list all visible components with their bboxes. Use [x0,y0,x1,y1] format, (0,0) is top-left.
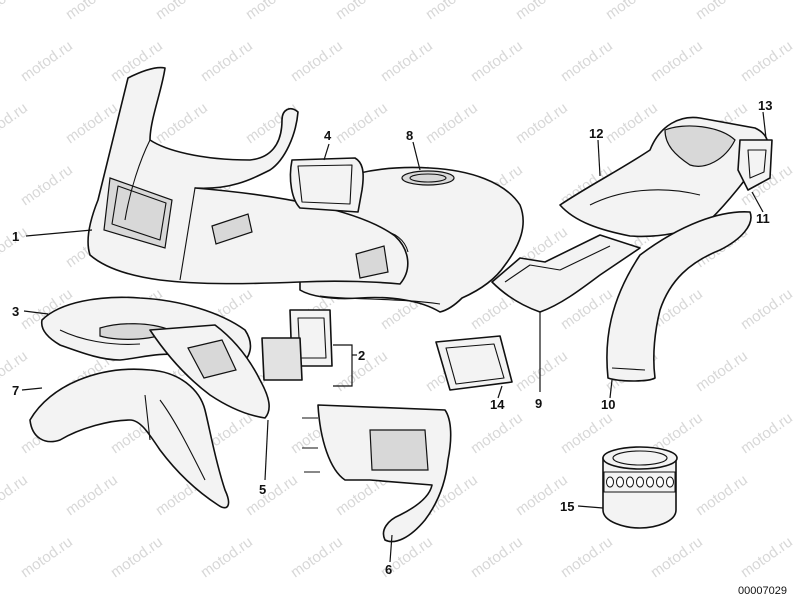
watermark-text: motod.ru [738,37,796,85]
callout-13: 13 [758,98,772,113]
callout-11: 11 [756,211,770,226]
callout-7: 7 [12,383,19,398]
watermark-text: motod.ru [468,533,526,581]
watermark-text: motod.ru [468,409,526,457]
callout-4: 4 [324,128,332,143]
watermark-text: motod.ru [693,347,751,395]
watermark-text: motod.ru [558,409,616,457]
watermark-text: motod.ru [468,37,526,85]
tin-dot [636,476,644,488]
watermark-text: motod.ru [693,471,751,519]
watermark-text: motod.ru [288,37,346,85]
side-bracket-part [302,404,452,543]
callout-8: 8 [406,128,413,143]
windscreen-part [289,157,364,213]
watermark-text: motod.ru [558,37,616,85]
watermark-text: motod.ru [513,347,571,395]
tin-dot [616,476,624,488]
frame-piece-part [435,335,513,391]
watermark-text: motod.ru [648,533,706,581]
tin-dot [606,476,614,488]
tin-band [603,471,676,493]
rear-fender-part [606,211,752,382]
watermark-text: motod.ru [603,99,661,147]
watermark-text: motod.ru [243,471,301,519]
watermark-text: motod.ru [513,0,571,23]
watermark-text: motod.ru [513,99,571,147]
sealant-tin-part [602,446,678,529]
watermark-text: motod.ru [63,0,121,23]
callout-10: 10 [601,397,615,412]
watermark-text: motod.ru [333,0,391,23]
watermark-text: motod.ru [648,37,706,85]
callout-15: 15 [560,499,574,514]
callout-6: 6 [385,562,392,577]
tin-dot [626,476,634,488]
side-trim-part [491,234,641,313]
watermark-text: motod.ru [18,533,76,581]
watermark-text: motod.ru [423,99,481,147]
watermark-text: motod.ru [0,471,31,519]
watermark-text: motod.ru [153,0,211,23]
watermark-text: motod.ru [18,161,76,209]
watermark-text: motod.ru [153,99,211,147]
seat-cowl-part [559,116,769,238]
callout-1: 1 [12,229,19,244]
watermark-text: motod.ru [693,0,751,23]
watermark-text: motod.ru [333,99,391,147]
callout-5: 5 [259,482,266,497]
watermark-text: motod.ru [423,0,481,23]
document-number: 00007029 [738,585,787,597]
watermark-text: motod.ru [558,533,616,581]
callout-labels: 1 2 3 4 5 6 7 8 9 10 11 12 13 14 15 [12,98,772,577]
watermark-text: motod.ru [603,0,661,23]
watermark-text: motod.ru [198,533,256,581]
callout-14: 14 [490,397,505,412]
bracket-frames-part [261,309,333,381]
watermark-text: motod.ru [288,533,346,581]
tin-dot [656,476,664,488]
watermark-text: motod.ru [738,285,796,333]
watermark-text: motod.ru [63,471,121,519]
watermark-text: motod.ru [243,0,301,23]
tin-dot [646,476,654,488]
callout-12: 12 [589,126,603,141]
callout-9: 9 [535,396,542,411]
callout-3: 3 [12,304,19,319]
upper-fairing-part [87,66,409,285]
leader-lines [21,111,767,563]
callout-2: 2 [358,348,365,363]
watermark-text: motod.ru [378,37,436,85]
watermark-text: motod.ru [108,533,166,581]
tin-pattern [603,471,676,493]
front-mudguard-part [29,368,230,509]
watermark-text: motod.ru [738,533,796,581]
watermark-text: motod.ru [198,37,256,85]
watermark-text: motod.ru [0,0,31,23]
lower-panel-part [149,324,270,419]
tin-dot [666,476,674,488]
watermark-text: motod.ru [738,409,796,457]
rear-bracket-part [737,139,773,191]
watermark-text: motod.ru [18,37,76,85]
watermark-text: motod.ru [0,99,31,147]
